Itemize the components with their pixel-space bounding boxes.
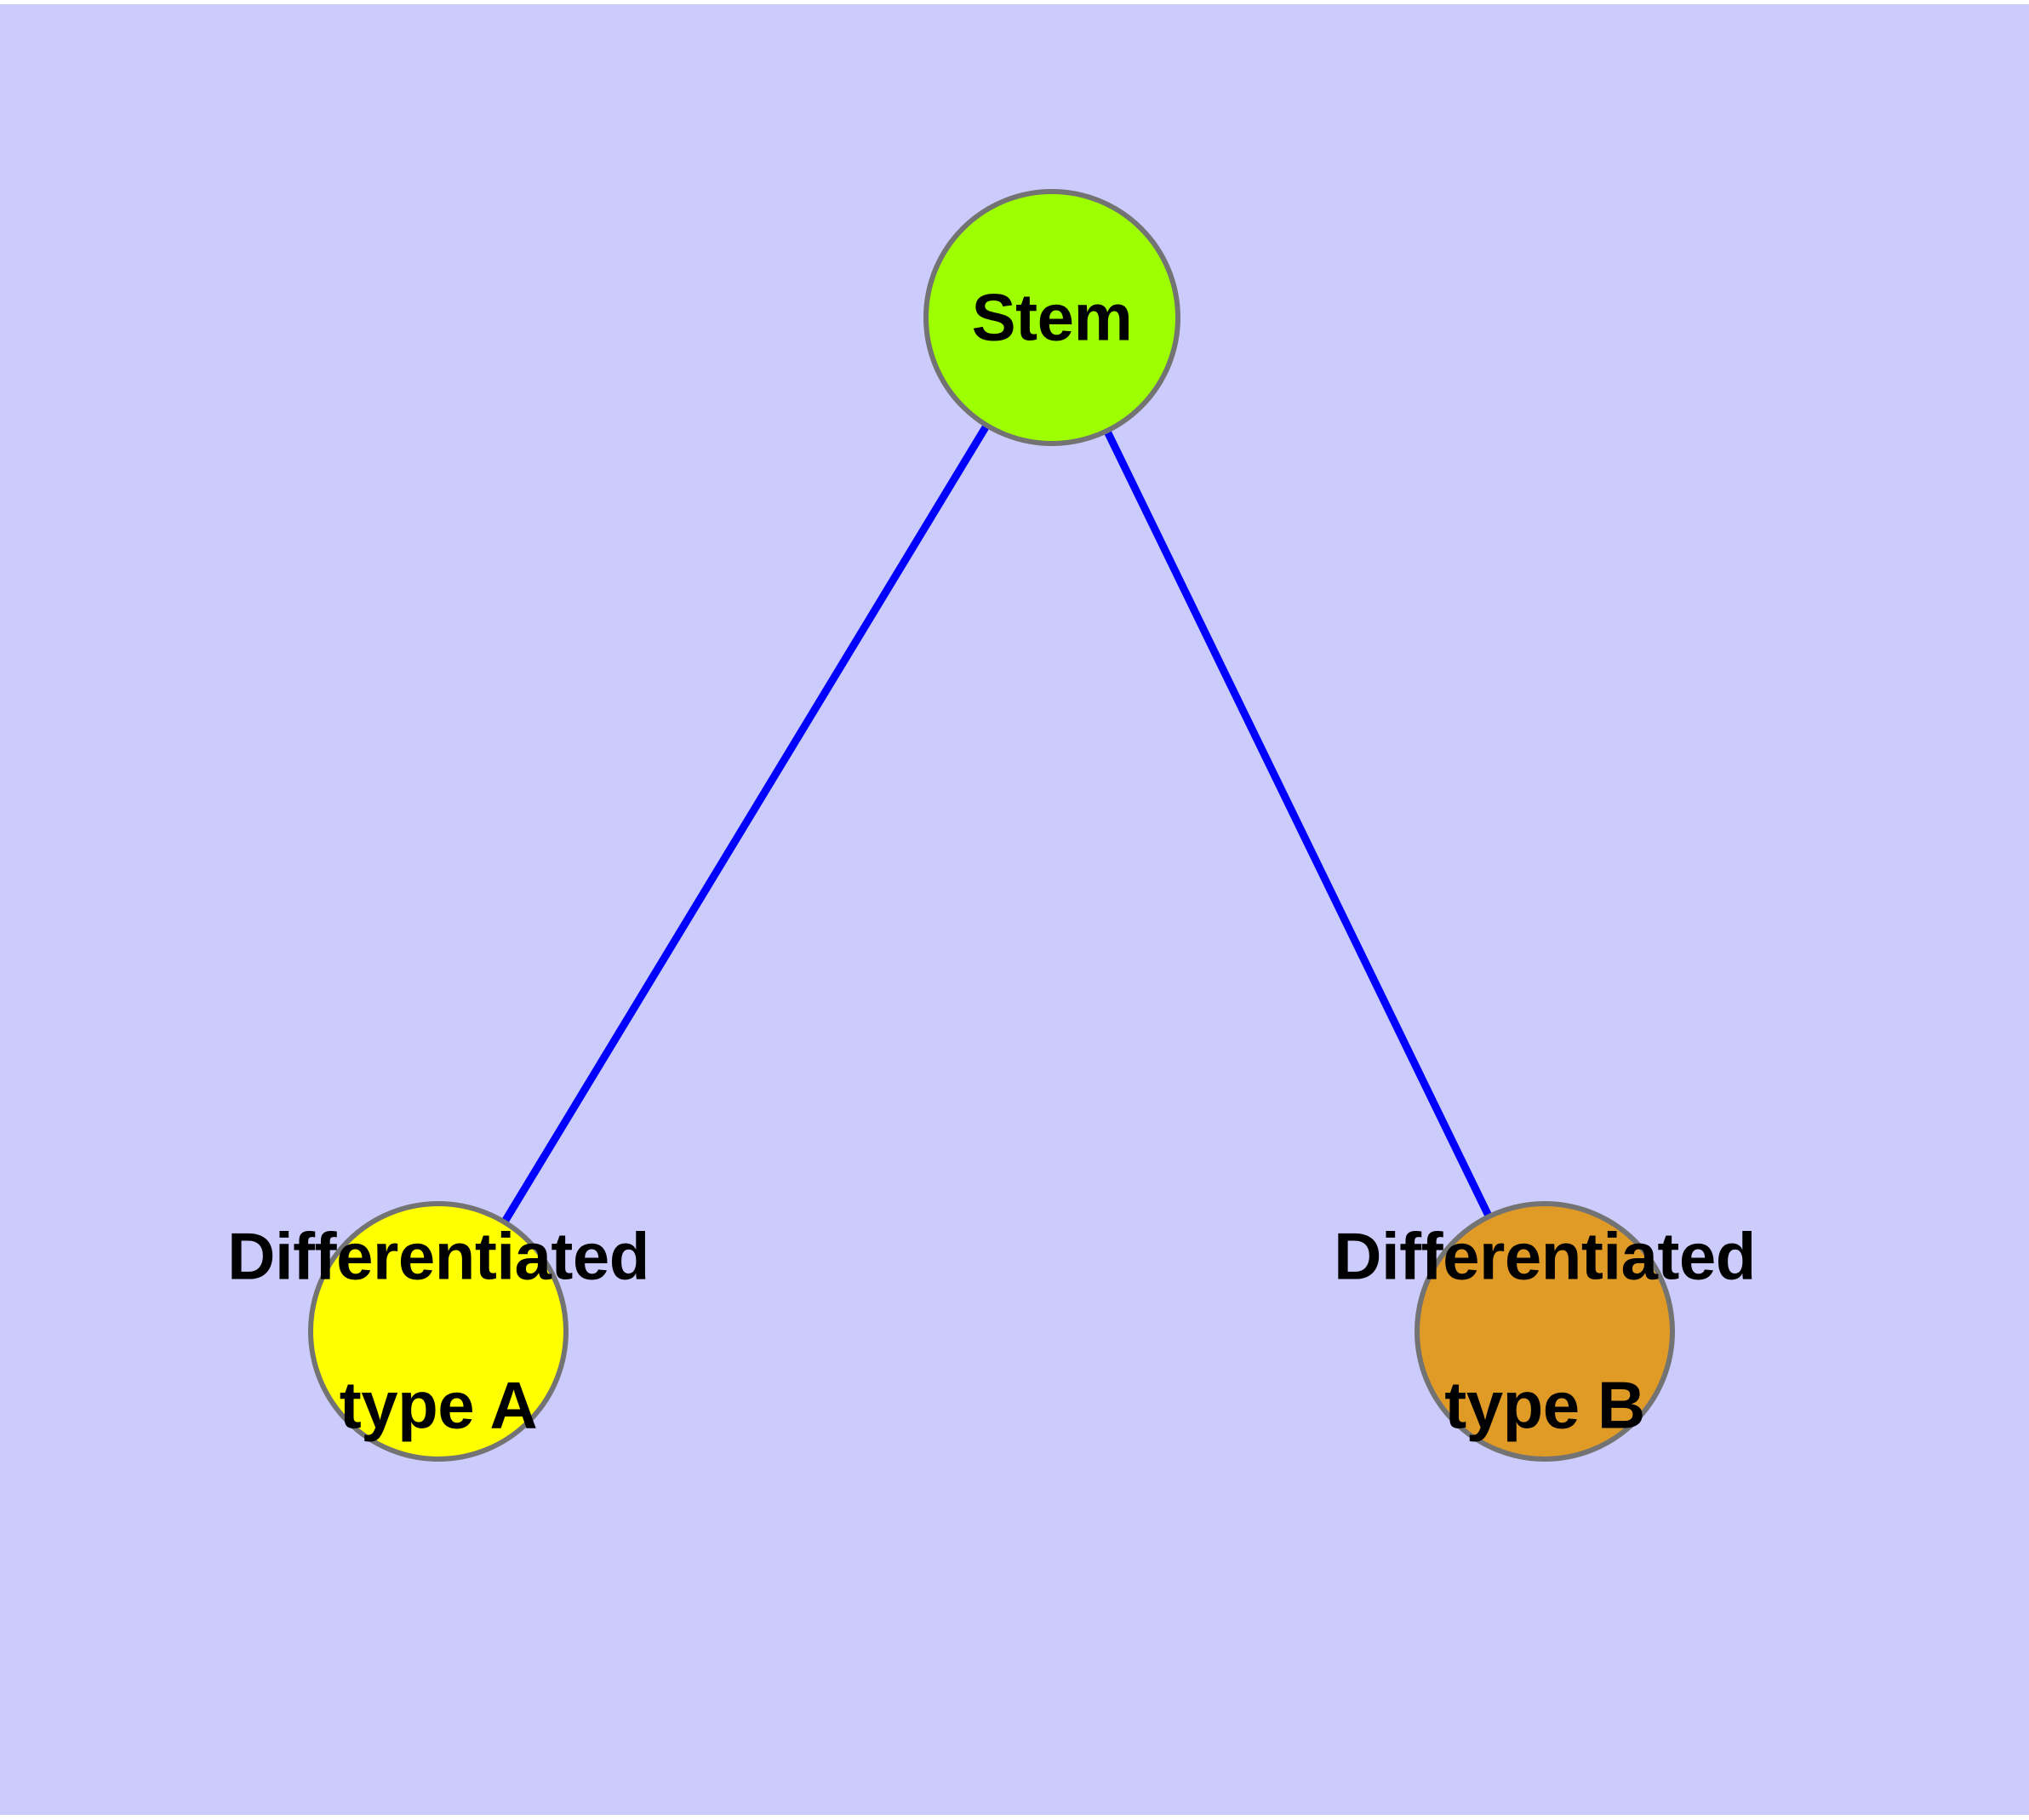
edge-stem-to-differentiated-type-a (435, 315, 1055, 1334)
node-circle-differentiated-type-a[interactable] (308, 1201, 569, 1462)
edge-stem-to-differentiated-type-b (1048, 316, 1549, 1333)
node-circle-stem[interactable] (923, 189, 1180, 446)
node-group (308, 189, 1675, 1462)
edge-group (435, 315, 1549, 1334)
node-circle-differentiated-type-b[interactable] (1415, 1201, 1675, 1462)
